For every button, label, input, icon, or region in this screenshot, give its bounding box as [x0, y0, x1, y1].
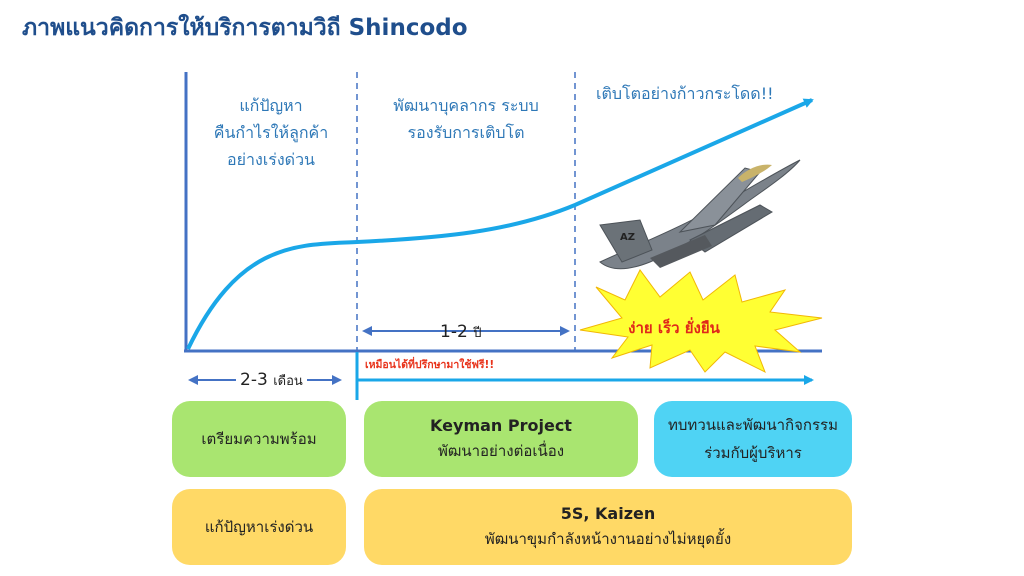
duration-label-2: 1-2 ปี [440, 322, 481, 343]
phase-1-text: แก้ปัญหา คืนกำไรให้ลูกค้า อย่างเร่งด่วน [186, 92, 356, 173]
kaizen-subtitle: พัฒนาขุมกำลังหน้างานอย่างไม่หยุดยั้ง [484, 529, 732, 548]
phase-2-text: พัฒนาบุคลากร ระบบ รองรับการเติบโต [358, 92, 574, 146]
duration-label-1: 2-3 เดือน [236, 370, 307, 391]
page-title: ภาพแนวคิดการให้บริการตามวิถี Shincodo [22, 15, 468, 41]
review-line-2: ร่วมกับผู้บริหาร [704, 444, 802, 462]
urgent-label: แก้ปัญหาเร่งด่วน [204, 518, 314, 536]
duration-1-value: 2-3 [240, 370, 268, 390]
keyman-subtitle: พัฒนาอย่างต่อเนื่อง [437, 441, 565, 460]
prepare-box: เตรียมความพร้อม [172, 401, 346, 477]
starburst-icon [579, 269, 823, 374]
prepare-label: เตรียมความพร้อม [201, 430, 317, 448]
review-line-1: ทบทวนและพัฒนากิจกรรม [668, 416, 838, 434]
phase-1-line: แก้ปัญหา คืนกำไรให้ลูกค้า อย่างเร่งด่วน [213, 96, 329, 169]
urgent-box: แก้ปัญหาเร่งด่วน [172, 489, 346, 565]
phase-3-text: เติบโตอย่างก้าวกระโดด!! [596, 80, 796, 107]
phase-3-line: เติบโตอย่างก้าวกระโดด!! [596, 84, 774, 103]
growth-curve [186, 98, 814, 350]
free-consultant-note: เหมือนได้ที่ปรึกษามาใช้ฟรี!! [365, 359, 495, 371]
svg-text:AZ: AZ [620, 232, 635, 243]
keyman-title: Keyman Project [430, 415, 572, 435]
keyman-box: Keyman Project พัฒนาอย่างต่อเนื่อง [364, 401, 638, 477]
phase-2-line: พัฒนาบุคลากร ระบบ รองรับการเติบโต [393, 96, 539, 142]
duration-2-unit: ปี [473, 326, 482, 341]
duration-1-unit: เดือน [273, 374, 303, 389]
duration-2-value: 1-2 [440, 322, 468, 342]
kaizen-box: 5S, Kaizen พัฒนาขุมกำลังหน้างานอย่างไม่ห… [364, 489, 852, 565]
fighter-jet-icon: AZ [599, 159, 801, 270]
kaizen-title: 5S, Kaizen [560, 503, 656, 523]
burst-label: ง่าย เร็ว ยั่งยืน [628, 319, 720, 337]
review-box: ทบทวนและพัฒนากิจกรรม ร่วมกับผู้บริหาร [654, 401, 852, 477]
